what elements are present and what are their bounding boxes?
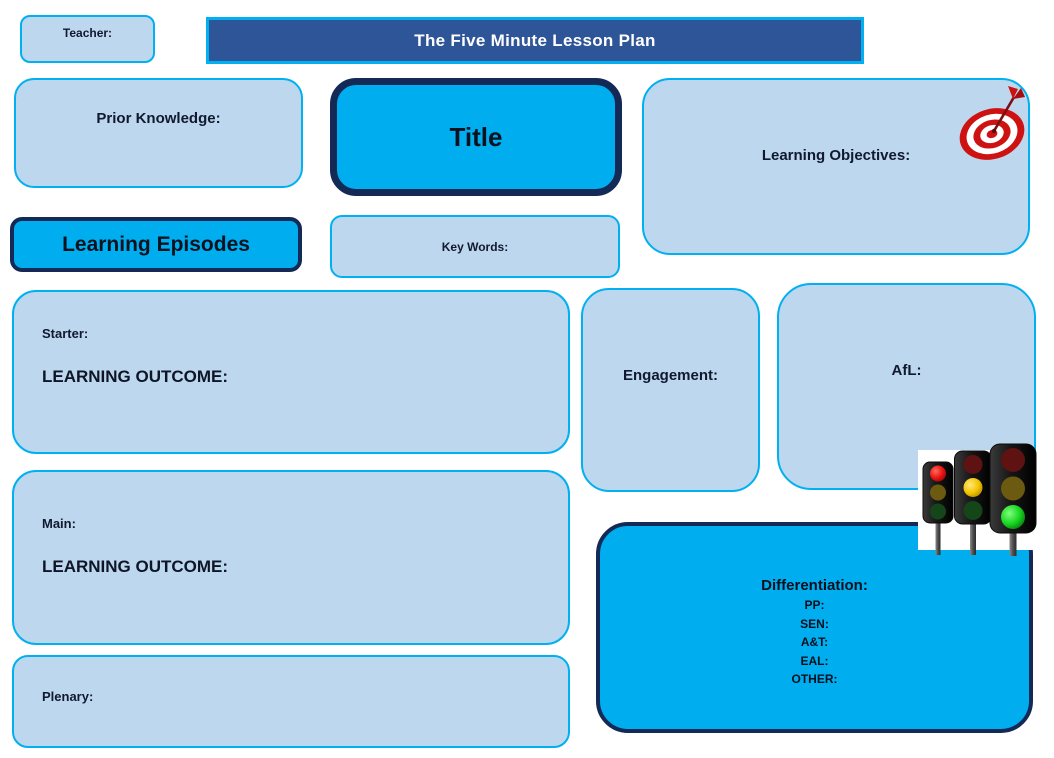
traffic-light-amber-icon xyxy=(954,450,992,555)
main-outcome-label: LEARNING OUTCOME: xyxy=(42,557,229,576)
title-field-label: Title xyxy=(449,121,503,152)
starter-field[interactable]: Starter: LEARNING OUTCOME: xyxy=(12,290,570,454)
plenary-label: Plenary: xyxy=(42,689,94,704)
main-field[interactable]: Main: LEARNING OUTCOME: xyxy=(12,470,570,645)
key-words-label: Key Words: xyxy=(441,239,509,254)
prior-knowledge-label: Prior Knowledge: xyxy=(96,109,221,127)
differentiation-item-eal: EAL: xyxy=(800,653,829,668)
page-title-text: The Five Minute Lesson Plan xyxy=(414,30,656,50)
learning-objectives-label: Learning Objectives: xyxy=(761,147,911,164)
engagement-label: Engagement: xyxy=(622,366,718,384)
title-field[interactable]: Title xyxy=(330,78,622,196)
target-icon xyxy=(956,84,1034,168)
differentiation-field[interactable]: Differentiation: PP: SEN: A&T: EAL: OTHE… xyxy=(596,522,1033,733)
engagement-field[interactable]: Engagement: xyxy=(581,288,760,492)
traffic-light-red-icon xyxy=(922,461,954,555)
plenary-field[interactable]: Plenary: xyxy=(12,655,570,748)
teacher-label: Teacher: xyxy=(62,26,113,40)
key-words-field[interactable]: Key Words: xyxy=(330,215,620,278)
teacher-field[interactable]: Teacher: xyxy=(20,15,155,63)
afl-label: AfL: xyxy=(891,361,922,379)
starter-label: Starter: xyxy=(42,326,89,341)
differentiation-label: Differentiation: xyxy=(761,577,868,594)
page-title: The Five Minute Lesson Plan xyxy=(206,17,864,64)
main-label: Main: xyxy=(42,516,76,531)
prior-knowledge-field[interactable]: Prior Knowledge: xyxy=(14,78,303,188)
differentiation-item-other: OTHER: xyxy=(791,672,838,686)
differentiation-item-sen: SEN: xyxy=(800,616,829,631)
traffic-light-green-icon xyxy=(989,443,1037,556)
learning-objectives-field[interactable]: Learning Objectives: xyxy=(642,78,1030,255)
differentiation-item-at: A&T: xyxy=(800,635,829,649)
starter-outcome-label: LEARNING OUTCOME: xyxy=(42,367,229,386)
learning-episodes-header: Learning Episodes xyxy=(10,217,302,272)
differentiation-item-pp: PP: xyxy=(804,598,825,612)
learning-episodes-label: Learning Episodes xyxy=(62,232,250,256)
